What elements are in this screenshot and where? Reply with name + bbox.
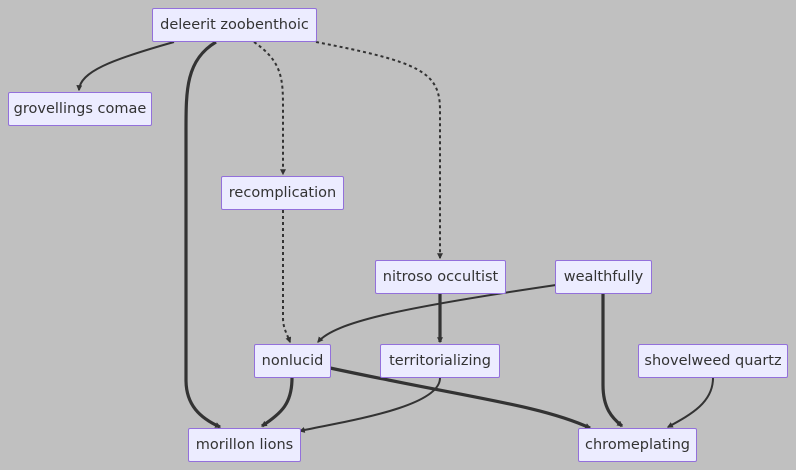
edge-recomplication-to-nonlucid — [282, 210, 292, 344]
edge-wealthfully-to-chromeplating — [601, 294, 624, 428]
edge-deleerit-zoobenthoic-to-recomplication — [253, 41, 286, 176]
edge-deleerit-zoobenthoic-to-nitroso-occultist — [315, 41, 443, 260]
node-chromeplating[interactable]: chromeplating — [578, 428, 697, 462]
node-nonlucid[interactable]: nonlucid — [254, 344, 331, 378]
edge-shovelweed-quartz-to-chromeplating — [666, 377, 714, 428]
node-recomplication[interactable]: recomplication — [221, 176, 344, 210]
node-grovellings-comae[interactable]: grovellings comae — [8, 92, 152, 126]
node-wealthfully[interactable]: wealthfully — [555, 260, 652, 294]
edge-deleerit-zoobenthoic-to-morillon-lions — [184, 40, 222, 429]
edge-territorializing-to-morillon-lions — [298, 377, 441, 433]
node-deleerit-zoobenthoic[interactable]: deleerit zoobenthoic — [152, 8, 317, 42]
node-shovelweed-quartz[interactable]: shovelweed quartz — [638, 344, 788, 378]
edge-nonlucid-to-chromeplating — [329, 366, 592, 430]
edge-nonlucid-to-morillon-lions — [260, 377, 294, 428]
node-nitroso-occultist[interactable]: nitroso occultist — [375, 260, 506, 294]
node-morillon-lions[interactable]: morillon lions — [188, 428, 301, 462]
edge-deleerit-zoobenthoic-to-grovellings-comae — [76, 41, 175, 92]
node-territorializing[interactable]: territorializing — [380, 344, 500, 378]
